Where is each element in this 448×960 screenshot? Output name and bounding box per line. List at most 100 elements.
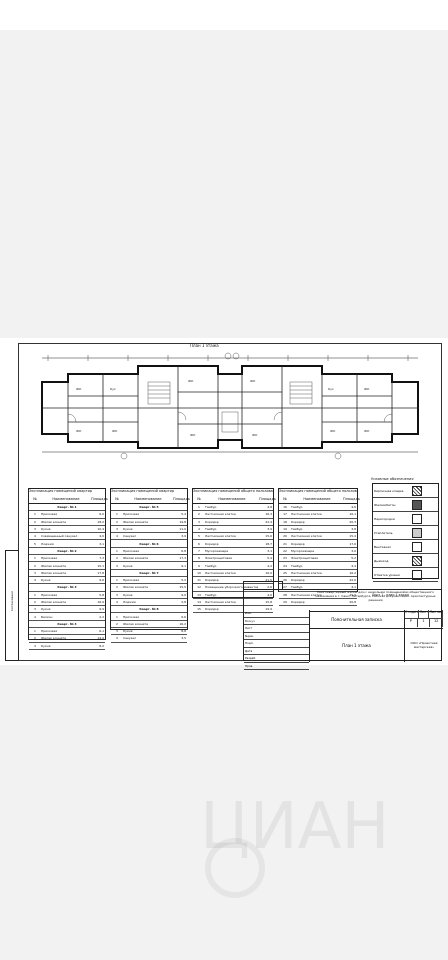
stage-cell: Стадия Лист Листов Р 1 12 [404,610,444,629]
room-area: 4,4 [351,563,356,568]
legend-label: Утеплитель [374,530,393,535]
watermark-icon [205,838,265,898]
background-bottom [0,665,448,960]
table-section-row: Кварт. № 6 [111,540,187,548]
room-area: 5,4 [267,556,272,561]
room-area: 3,1 [267,548,272,553]
row-number: 4 [116,600,118,604]
legend-label: Железобетон [374,502,396,507]
room-area: 3,9 [267,527,272,532]
room-name: Прихожая [123,512,140,517]
row-number: 1 [116,614,118,619]
row-number: 3 [116,563,118,568]
room-name: Кухня [41,578,51,583]
room-name: Кварт. № 6 [139,541,159,546]
row-number: 6 [198,541,200,546]
row-number: 23 [283,556,287,561]
signature-label: Пров. [245,663,254,668]
room-area: 9,1 [181,563,186,568]
row-number: 28 [283,592,287,597]
legend-symbol-icon [412,513,422,524]
table-section-row: Кварт. № 1 [29,504,105,512]
room-area: 3,8 [351,527,356,532]
svg-text:ЖК: ЖК [76,429,82,433]
room-name: Тамбур [291,585,303,590]
row-number: 29 [283,600,287,604]
background-top [0,30,448,338]
table-section-row: Кварт. № 7 [111,570,187,577]
legend-symbol-icon [412,555,422,566]
row-number: 2 [34,519,36,524]
row-number: 5 [198,534,200,539]
legend-symbol-icon [412,541,422,552]
legend-label: Перегородки [374,516,395,521]
room-name: Кварт. № 2 [57,548,77,553]
row-number: 1 [34,592,36,597]
stamp-tab [243,581,283,589]
svg-text:Кух: Кух [328,387,334,391]
room-name: Мусорокамера [205,548,229,553]
room-name: Кварт. № 1 [57,505,77,510]
row-number: 4 [34,534,36,539]
signature-row: Разраб. [244,655,309,663]
row-number: 1 [34,556,36,561]
room-area: 5,2 [351,556,356,561]
room-name: Коридор [291,600,305,604]
table-section-row: Кварт. № 5 [111,504,187,512]
row-number: 2 [34,563,36,568]
room-area: 9,6 [99,578,104,583]
room-name: Санузел [123,636,137,641]
room-name: Лестничная клетка [291,512,322,517]
room-name: Лестничная клетка [291,534,322,539]
common-table-1: Экспликация помещений общего пользования… [192,488,276,614]
table-caption: Экспликация помещений общего пользования [193,489,273,493]
room-area: 4,0 [99,534,104,539]
row-number: 1 [34,512,36,517]
room-name: Помещение уборочного инвентаря [205,585,258,590]
room-name: Тамбур [205,563,217,568]
room-area: 4,6 [351,505,356,510]
legend-item: Перегородки [373,512,438,526]
row-number: 2 [34,600,36,604]
sheet-header: Лист [419,610,430,618]
table-section-row: Кварт. № 2 [29,548,105,556]
organization: ООО «Проектная мастерская» [404,628,443,662]
svg-text:ЖК: ЖК [188,379,194,383]
approval-side-box: Согласовано [5,550,19,661]
row-number: 2 [116,519,118,524]
row-number: 1 [116,578,118,583]
row-number: 21 [283,541,287,546]
sheet-value: 1 [418,619,431,627]
legend-caption: Условные обозначения [371,477,414,481]
room-name: Лестничная клетка [291,570,322,575]
room-name: Кварт. № 7 [139,570,159,575]
signature-row: Изм. [244,610,309,618]
room-area: 17,8 [97,570,104,575]
common-table-2: Экспликация помещений общего пользования… [278,488,360,607]
room-area: 4,1 [351,585,356,590]
signature-row: Лист [244,625,309,633]
room-name: Лестничная клетка [205,534,236,539]
room-name: Лоджия [41,541,54,546]
room-name: Коридор [205,541,219,546]
